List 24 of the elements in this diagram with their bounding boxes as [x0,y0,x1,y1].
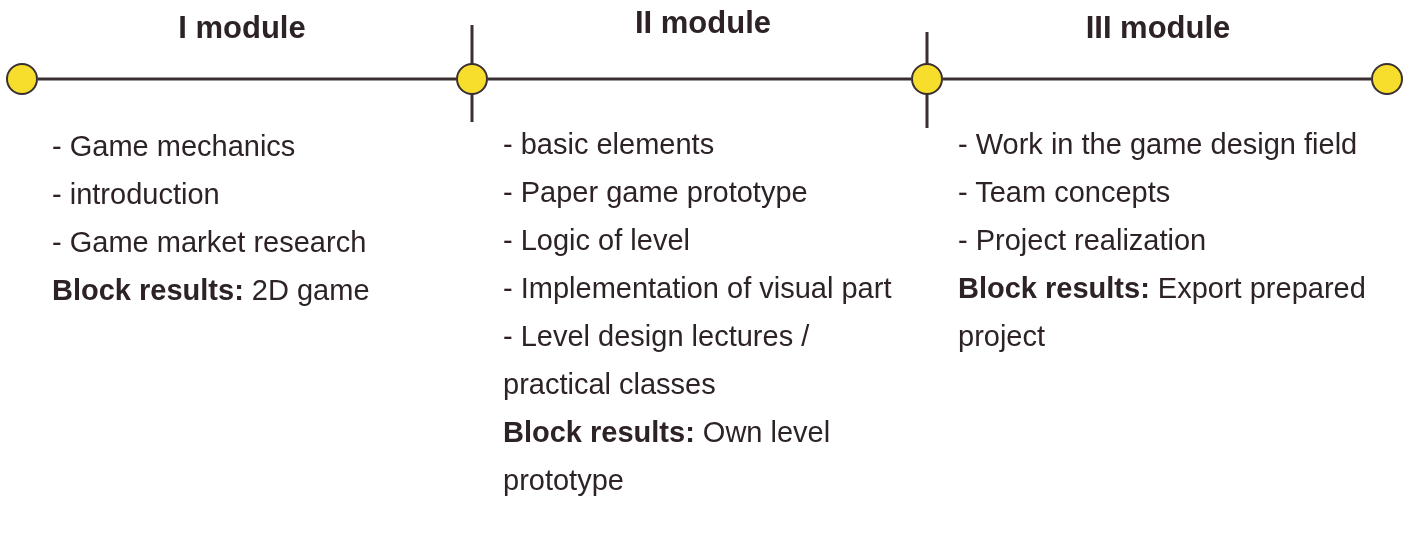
topic-item: - Project realization [958,223,1208,258]
topic-item: - Work in the game design field [958,127,1359,162]
milestone-dot [1371,63,1403,95]
topic-item: - Level design lectures / practical classes [503,319,811,402]
connector-line [38,77,456,81]
topic-item: - Implementation of visual part [503,271,893,306]
connector-line [488,77,911,81]
result-text: Block results: Export prepared project [958,271,1367,354]
milestone-dot [6,63,38,95]
topic-item: - Logic of level [503,223,691,258]
topic-item: - basic elements [503,127,716,162]
topic-item: - introduction [52,177,221,212]
topic-item: - Game mechanics [52,129,297,164]
connector-line [943,77,1371,81]
module-heading: III module [1085,10,1231,46]
result-text: Block results: 2D game [52,273,371,308]
module-heading: II module [634,5,772,41]
milestone-dot [911,63,943,95]
milestone-dot [456,63,488,95]
topic-item: - Team concepts [958,175,1172,210]
topic-item: - Paper game prototype [503,175,809,210]
topic-item: - Game market research [52,225,368,260]
result-text: Block results: Own level prototype [503,415,832,498]
module-heading: I module [178,10,306,46]
